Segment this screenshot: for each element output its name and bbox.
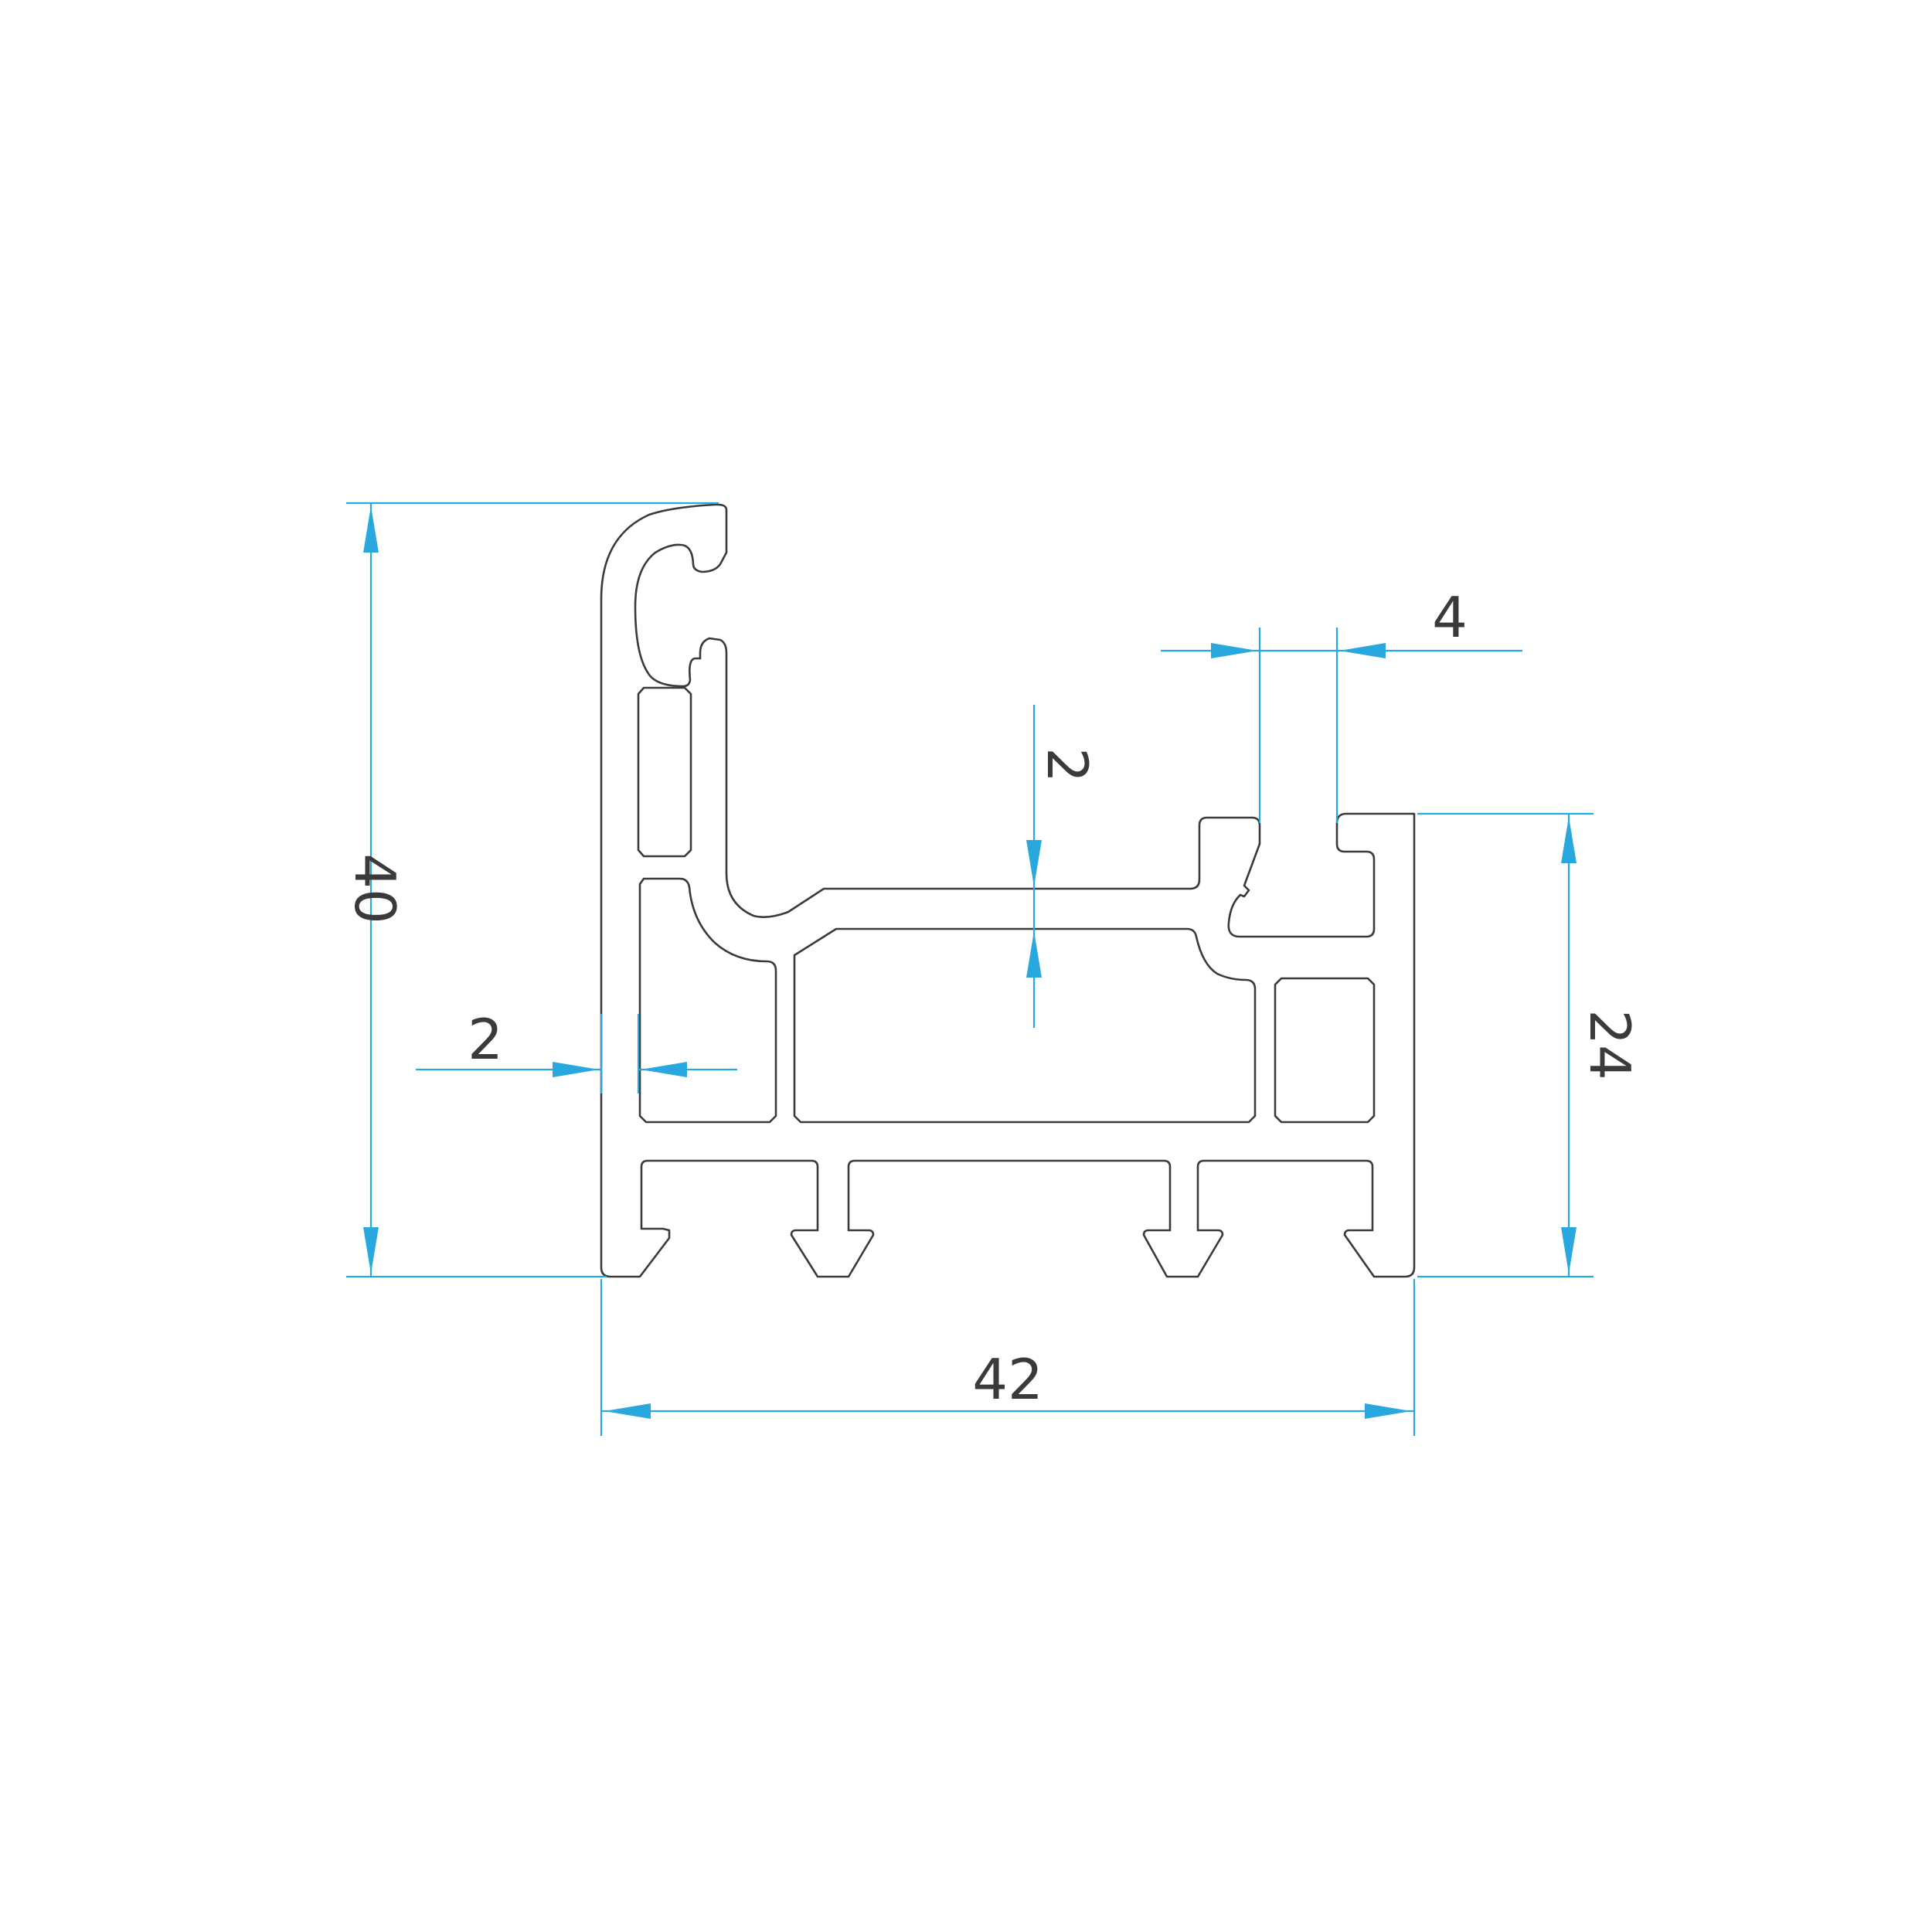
dimension-label-wall-thickness-left: 2 <box>468 1007 503 1072</box>
right-small-cavity <box>1274 977 1376 1124</box>
dimension-right-height: 24 <box>1417 812 1642 1278</box>
arrow-down-icon <box>363 1227 379 1274</box>
dimension-overall-width: 42 <box>600 1279 1416 1436</box>
dimension-label-overall-width: 42 <box>972 1347 1043 1412</box>
dimension-label-wall-thickness-center: 2 <box>1035 747 1100 783</box>
arrow-left-icon <box>641 1062 687 1077</box>
dimension-wall-thickness-left: 2 <box>416 1007 737 1094</box>
arrow-down-icon <box>1026 840 1042 886</box>
arrow-right-icon <box>553 1062 599 1077</box>
dimension-label-overall-height: 40 <box>342 853 407 924</box>
arrow-down-icon <box>1561 1227 1577 1274</box>
profile-outer-contour <box>600 503 1416 1278</box>
arrow-up-icon <box>1026 931 1042 978</box>
arrow-left-icon <box>604 1403 651 1419</box>
left-tall-cavity <box>637 686 692 858</box>
dimension-wall-thickness-center: 2 <box>1026 705 1100 1028</box>
center-cavity <box>793 927 1257 1124</box>
arrow-left-icon <box>1339 643 1386 658</box>
dimension-label-slot-width: 4 <box>1432 585 1468 650</box>
arrow-up-icon <box>1561 817 1577 863</box>
arrow-right-icon <box>1211 643 1257 658</box>
dimension-label-right-height: 24 <box>1577 1009 1642 1080</box>
aluminium-profile <box>600 503 1416 1278</box>
left-lower-cavity <box>638 877 777 1124</box>
dimension-overall-height: 40 <box>342 502 719 1278</box>
arrow-right-icon <box>1365 1403 1411 1419</box>
dimension-slot-width: 4 <box>1161 585 1522 823</box>
arrow-up-icon <box>363 506 379 553</box>
